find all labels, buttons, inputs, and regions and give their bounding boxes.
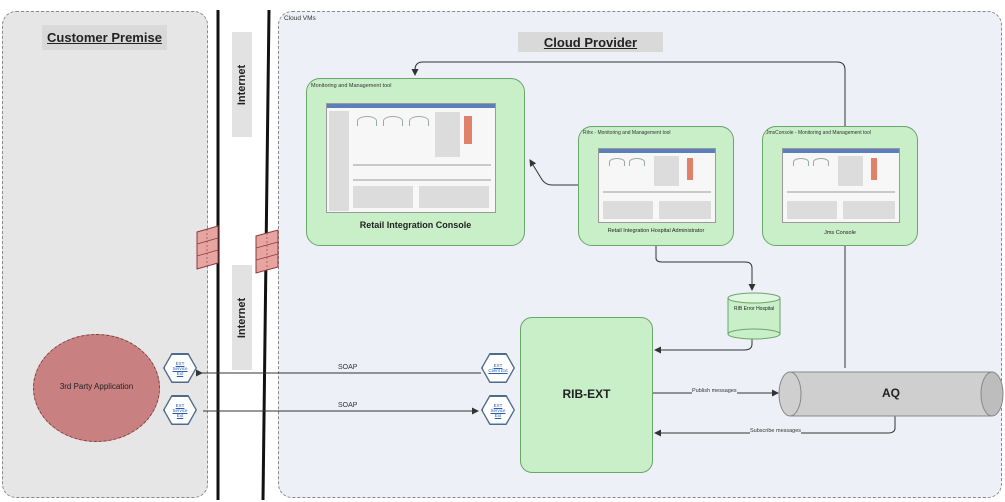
firewall-left [196, 225, 219, 270]
riha-screenshot [598, 148, 716, 223]
cloud-provider-title: Cloud Provider [518, 32, 663, 52]
rib-ext-box [520, 317, 653, 473]
subscribe-label: Subscribe messages [750, 428, 802, 434]
ric-name: Retail Integration Console [359, 220, 472, 230]
ric-screenshot [326, 103, 496, 213]
riha-name: Retail Integration Hospital Administrato… [607, 228, 705, 234]
soap-label-bottom: SOAP [338, 402, 358, 409]
internet-label-top: Internet [232, 32, 252, 137]
internet-label-bottom: Internet [232, 265, 252, 370]
error-hospital-label: RIB Error Hospital [733, 306, 775, 312]
riha-to-ric-line [529, 159, 578, 186]
hospital-to-ribext-line [654, 329, 756, 354]
publish-label: Publish messages [692, 388, 737, 394]
riha-caption: Rihx - Monitoring and Management tool [583, 130, 671, 136]
cloud-vms-label: Cloud VMs [284, 15, 316, 22]
aq-to-ric-line [411, 61, 846, 368]
rib-ext-label: RIB-EXT [562, 387, 611, 401]
ric-caption: Monitoring and Management tool [311, 83, 392, 89]
jms-screenshot [782, 148, 900, 223]
error-hospital-cylinder [727, 292, 781, 340]
subscribe-line [654, 416, 896, 437]
jms-caption: JmsConsole - Monitoring and Management t… [766, 130, 872, 136]
aq-label: AQ [882, 386, 900, 400]
third-party-application [33, 334, 160, 442]
soap-label-top: SOAP [338, 364, 358, 371]
service-hex-left-top: EXT Service Ext [163, 353, 197, 383]
firewall-right [255, 229, 279, 274]
service-hex-left-bottom: EXT Service Ext [163, 395, 197, 425]
aq-queue-cylinder [778, 371, 1004, 417]
third-party-label: 3rd Party Application [59, 382, 134, 391]
customer-premise-title: Customer Premise [42, 25, 167, 50]
jms-name: Jms Console [824, 230, 856, 236]
riha-to-hospital-line [655, 245, 756, 291]
